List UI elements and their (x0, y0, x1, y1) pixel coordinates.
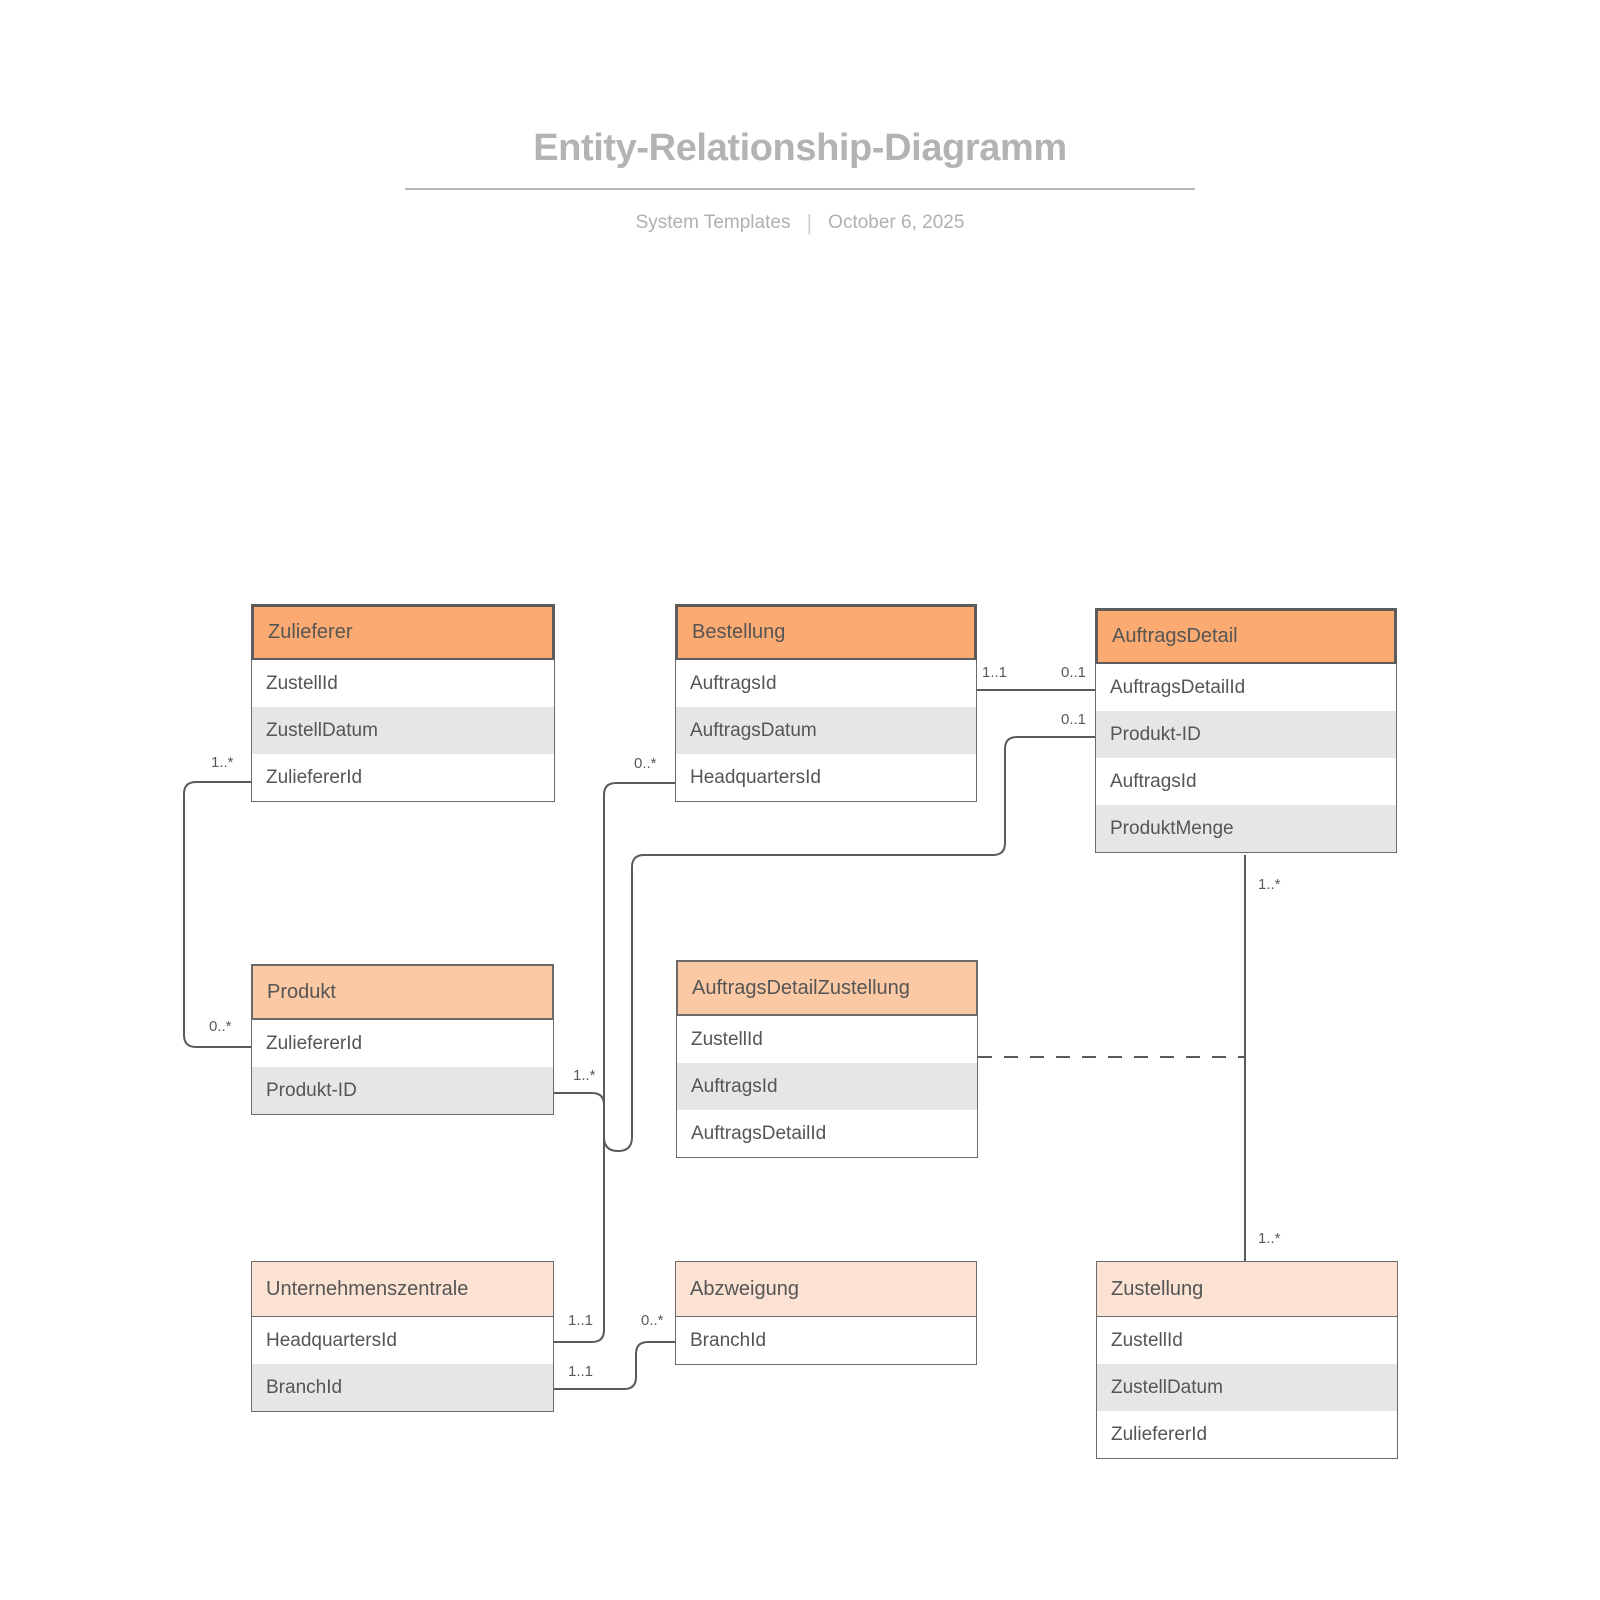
entity-header-unternehmenszentrale: Unternehmenszentrale (251, 1261, 554, 1317)
entity-auftragsdetail[interactable]: AuftragsDetail AuftragsDetailId Produkt-… (1095, 608, 1397, 853)
attribute-row[interactable]: AuftragsDetailId (1096, 664, 1396, 711)
cardinality-label: 1..* (1258, 1230, 1281, 1247)
entity-header-abzweigung: Abzweigung (675, 1261, 977, 1317)
attribute-row[interactable]: AuftragsId (676, 660, 976, 707)
entity-bestellung[interactable]: Bestellung AuftragsId AuftragsDatum Head… (675, 604, 977, 802)
entity-body-auftragsdetailzustellung: ZustellId AuftragsId AuftragsDetailId (676, 1016, 978, 1158)
entity-zulieferer[interactable]: Zulieferer ZustellId ZustellDatum Zulief… (251, 604, 555, 802)
entity-zustellung[interactable]: Zustellung ZustellId ZustellDatum Zulief… (1096, 1261, 1398, 1459)
entity-abzweigung[interactable]: Abzweigung BranchId (675, 1261, 977, 1365)
cardinality-label: 0..1 (1061, 664, 1087, 681)
cardinality-label: 0..* (641, 1312, 664, 1329)
attribute-row[interactable]: HeadquartersId (676, 754, 976, 801)
subtitle-date: October 6, 2025 (828, 212, 965, 233)
entity-produkt[interactable]: Produkt ZuliefererId Produkt-ID (251, 964, 554, 1115)
attribute-row[interactable]: ZustellDatum (252, 707, 554, 754)
attribute-row[interactable]: ZustellId (677, 1016, 977, 1063)
attribute-row[interactable]: ZustellDatum (1097, 1364, 1397, 1411)
cardinality-label: 0..1 (1061, 711, 1087, 728)
attribute-row[interactable]: ProduktMenge (1096, 805, 1396, 852)
entity-body-produkt: ZuliefererId Produkt-ID (251, 1020, 554, 1115)
entity-body-unternehmenszentrale: HeadquartersId BranchId (251, 1317, 554, 1412)
entity-header-auftragsdetail: AuftragsDetail (1095, 608, 1397, 664)
entity-unternehmenszentrale[interactable]: Unternehmenszentrale HeadquartersId Bran… (251, 1261, 554, 1412)
cardinality-label: 1..* (211, 754, 234, 771)
cardinality-label: 1..1 (568, 1312, 594, 1329)
entity-body-bestellung: AuftragsId AuftragsDatum HeadquartersId (675, 660, 977, 802)
document-subtitle: System Templates | October 6, 2025 (0, 212, 1600, 234)
cardinality-label: 0..* (634, 755, 657, 772)
entity-body-abzweigung: BranchId (675, 1317, 977, 1365)
page-title: Entity-Relationship-Diagramm (533, 127, 1067, 169)
attribute-row[interactable]: BranchId (676, 1317, 976, 1364)
entity-header-bestellung: Bestellung (675, 604, 977, 660)
entity-header-zulieferer: Zulieferer (251, 604, 555, 660)
entity-header-zustellung: Zustellung (1096, 1261, 1398, 1317)
entity-header-auftragsdetailzustellung: AuftragsDetailZustellung (676, 960, 978, 1016)
attribute-row[interactable]: ZustellId (252, 660, 554, 707)
attribute-row[interactable]: ZuliefererId (252, 1020, 553, 1067)
subtitle-separator: | (806, 210, 813, 235)
attribute-row[interactable]: ZuliefererId (252, 754, 554, 801)
cardinality-label: 1..1 (568, 1363, 594, 1380)
cardinality-label: 0..* (209, 1018, 232, 1035)
attribute-row[interactable]: AuftragsId (677, 1063, 977, 1110)
connector-zulieferer-produkt (183, 781, 251, 1048)
title-divider (405, 188, 1195, 190)
entity-body-zulieferer: ZustellId ZustellDatum ZuliefererId (251, 660, 555, 802)
connector-bestellung-unternehmenszentrale (554, 782, 675, 1343)
document-header: Entity-Relationship-Diagramm System Temp… (0, 0, 1600, 234)
attribute-row[interactable]: ZustellId (1097, 1317, 1397, 1364)
entity-body-auftragsdetail: AuftragsDetailId Produkt-ID AuftragsId P… (1095, 664, 1397, 853)
entity-auftragsdetailzustellung[interactable]: AuftragsDetailZustellung ZustellId Auftr… (676, 960, 978, 1158)
attribute-row[interactable]: HeadquartersId (252, 1317, 553, 1364)
cardinality-label: 1..* (573, 1067, 596, 1084)
cardinality-label: 1..* (1258, 876, 1281, 893)
attribute-row[interactable]: BranchId (252, 1364, 553, 1411)
attribute-row[interactable]: ZuliefererId (1097, 1411, 1397, 1458)
subtitle-source: System Templates (635, 212, 791, 233)
attribute-row[interactable]: AuftragsDatum (676, 707, 976, 754)
attribute-row[interactable]: AuftragsId (1096, 758, 1396, 805)
attribute-row[interactable]: Produkt-ID (252, 1067, 553, 1114)
attribute-row[interactable]: Produkt-ID (1096, 711, 1396, 758)
entity-header-produkt: Produkt (251, 964, 554, 1020)
attribute-row[interactable]: AuftragsDetailId (677, 1110, 977, 1157)
entity-body-zustellung: ZustellId ZustellDatum ZuliefererId (1096, 1317, 1398, 1459)
cardinality-label: 1..1 (982, 664, 1008, 681)
